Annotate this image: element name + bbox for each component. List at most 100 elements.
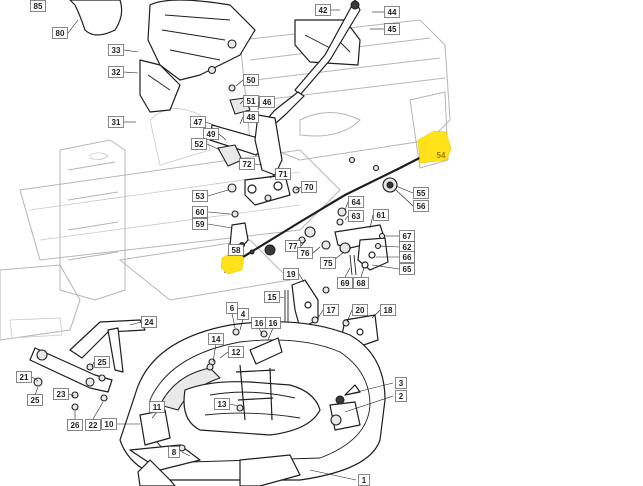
callout-box — [413, 187, 429, 199]
callout-box — [243, 111, 259, 123]
callout-box — [228, 346, 244, 358]
callout-box — [264, 291, 280, 303]
leader-line-64 — [344, 201, 349, 211]
leader-line-12 — [219, 351, 229, 359]
callout-32: 32 — [108, 66, 124, 78]
callout-50: 50 — [243, 74, 259, 86]
callout-26: 26 — [67, 419, 83, 431]
callout-box — [265, 317, 281, 329]
callout-box — [214, 398, 230, 410]
callout-31: 31 — [108, 116, 124, 128]
leader-line-33 — [123, 49, 139, 53]
callout-71: 71 — [275, 168, 291, 180]
leader-line-16 — [258, 327, 263, 335]
callout-box — [348, 196, 364, 208]
leader-line-4 — [239, 318, 244, 331]
callout-box — [380, 304, 396, 316]
callout-box — [94, 356, 110, 368]
callout-box — [190, 116, 206, 128]
callout-70: 70 — [301, 181, 317, 193]
callout-number: 77 — [289, 242, 298, 251]
callout-number: 75 — [324, 259, 333, 268]
callout-box — [243, 95, 259, 107]
callout-box — [108, 44, 124, 56]
callout-number: 16 — [255, 319, 264, 328]
callout-51: 51 — [243, 95, 259, 107]
callout-number: 48 — [247, 113, 256, 122]
callout-47: 47 — [190, 116, 206, 128]
callout-85: 85 — [30, 0, 46, 12]
callout-box — [243, 74, 259, 86]
callout-number: 22 — [89, 421, 98, 430]
leader-lines — [31, 9, 414, 481]
leader-line-15 — [279, 296, 285, 299]
callout-box — [399, 263, 415, 275]
callout-number: 24 — [145, 318, 154, 327]
callout-box — [16, 371, 32, 383]
leader-line-77 — [300, 239, 307, 247]
callout-box — [395, 390, 407, 402]
callout-number: 68 — [357, 279, 366, 288]
callout-number: 8 — [172, 448, 177, 457]
callout-number: 16 — [269, 319, 278, 328]
callout-number: 14 — [212, 335, 221, 344]
mower-deck — [119, 321, 386, 486]
leader-line-49 — [218, 133, 227, 141]
callout-number: 13 — [218, 400, 227, 409]
leader-line-23 — [68, 393, 75, 397]
callout-62: 62 — [399, 241, 415, 253]
callout-13: 13 — [214, 398, 230, 410]
callout-box — [301, 181, 317, 193]
callout-15: 15 — [264, 291, 280, 303]
callout-box — [413, 200, 429, 212]
callout-number: 64 — [352, 198, 361, 207]
callout-number: 44 — [388, 8, 397, 17]
leader-line-76 — [312, 246, 321, 254]
callout-number: 53 — [196, 192, 205, 201]
callout-box — [384, 23, 400, 35]
callout-4: 4 — [237, 308, 249, 320]
callout-23: 23 — [53, 388, 69, 400]
callout-68: 68 — [353, 277, 369, 289]
callout-number: 54 — [437, 151, 446, 160]
callout-58: 58 — [228, 244, 244, 256]
callout-number: 63 — [352, 212, 361, 221]
callout-box — [85, 419, 101, 431]
callout-box — [168, 446, 180, 458]
callout-box — [320, 257, 336, 269]
leader-line-20 — [346, 309, 353, 323]
callout-64: 64 — [348, 196, 364, 208]
callout-17: 17 — [323, 304, 339, 316]
leader-line-24 — [129, 321, 142, 326]
callout-box — [226, 302, 238, 314]
callout-45: 45 — [384, 23, 400, 35]
callout-number: 71 — [279, 170, 288, 179]
callout-67: 67 — [399, 230, 415, 242]
callout-55: 55 — [413, 187, 429, 199]
callout-3: 3 — [395, 377, 407, 389]
callout-59: 59 — [192, 218, 208, 230]
callout-76: 76 — [297, 247, 313, 259]
callout-box — [27, 394, 43, 406]
callout-box — [337, 277, 353, 289]
callout-box — [315, 4, 331, 16]
callout-number: 60 — [196, 208, 205, 217]
callout-number: 51 — [247, 97, 256, 106]
callout-number: 17 — [327, 306, 336, 315]
leader-line-62 — [379, 245, 400, 248]
callout-box — [275, 168, 291, 180]
callout-number: 42 — [319, 6, 328, 15]
callout-number: 15 — [268, 293, 277, 302]
callout-12: 12 — [228, 346, 244, 358]
callout-number: 49 — [207, 130, 216, 139]
leader-line-14 — [212, 343, 217, 363]
callout-number: 70 — [305, 183, 314, 192]
callout-box — [323, 304, 339, 316]
leader-line-2 — [344, 395, 394, 413]
callout-number: 25 — [98, 358, 107, 367]
callout-52: 52 — [191, 138, 207, 150]
leader-line-48 — [239, 116, 244, 125]
callout-box — [203, 128, 219, 140]
callout-number: 20 — [356, 306, 365, 315]
leader-line-1 — [309, 469, 357, 481]
